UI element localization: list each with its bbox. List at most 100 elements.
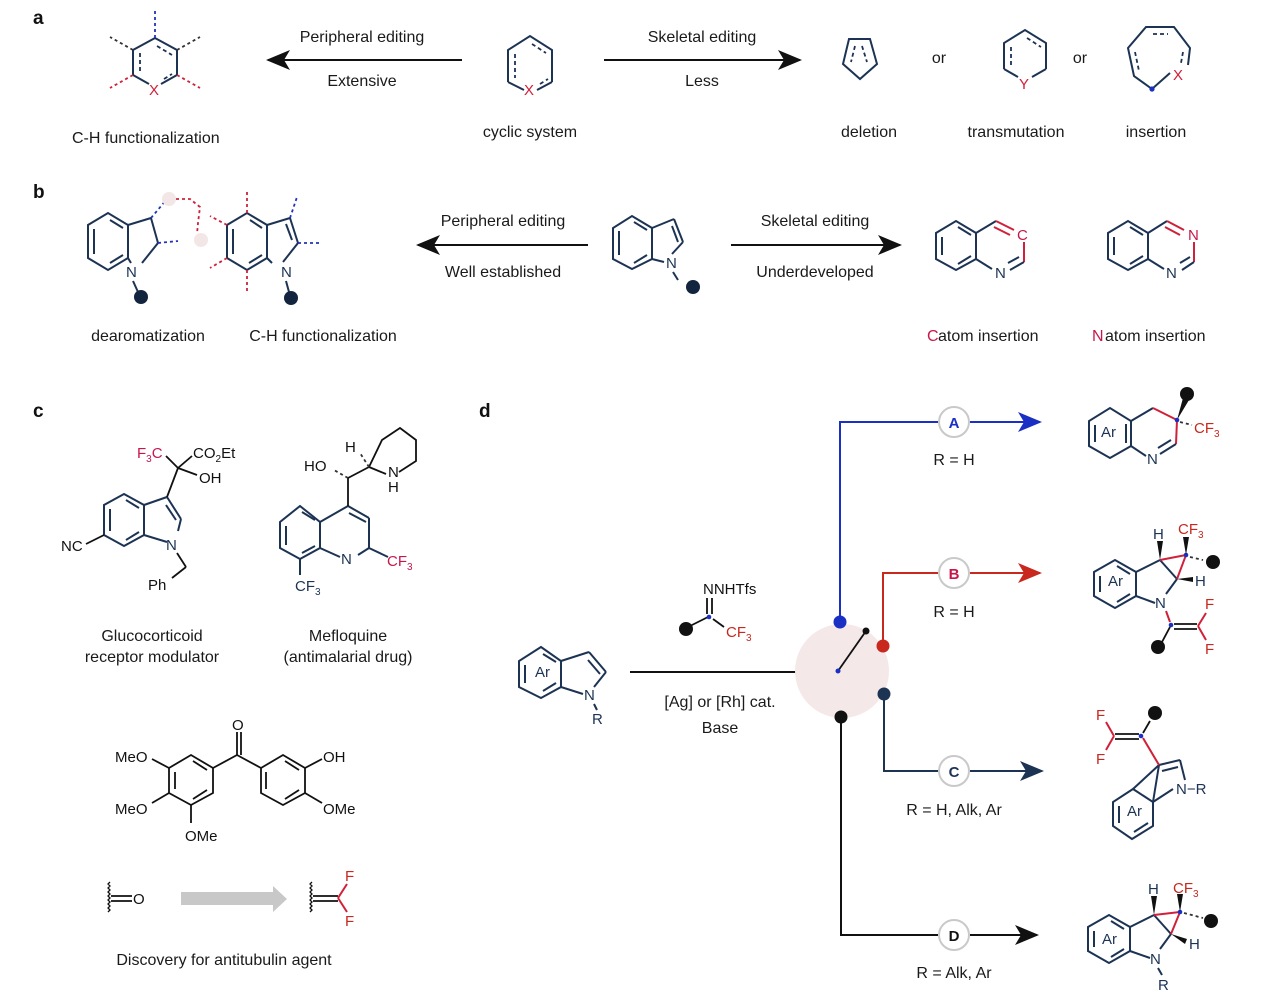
- pathway-b-line: [882, 572, 938, 646]
- pathway-b-condition: R = H: [933, 604, 974, 621]
- fluorine-b-2: F: [1205, 641, 1214, 658]
- switch-pivot: [835, 668, 841, 674]
- pathway-a-badge[interactable]: [938, 406, 970, 438]
- conditions-catalyst: [Ag] or [Rh] cat.: [664, 694, 775, 711]
- hetero-atom-y: Y: [1019, 76, 1029, 93]
- hydrazone-reagent: NNHTfs CF3: [679, 581, 756, 644]
- switch-lever-tip: [862, 627, 870, 635]
- panel-a-label: a: [33, 8, 44, 29]
- product-b-cf3: CF3: [1178, 521, 1204, 541]
- dearomatization-caption: dearomatization: [91, 328, 205, 345]
- inserted-nitrogen: N: [1188, 227, 1199, 244]
- trifluoromethyl-group: F3C: [137, 445, 163, 465]
- atom-n: N: [666, 255, 677, 272]
- conditions-base: Base: [702, 720, 739, 737]
- underdeveloped-label: Underdeveloped: [756, 264, 873, 281]
- ch-functionalization-caption: C-H functionalization: [72, 130, 220, 147]
- mefloquine-caption-line1: Mefloquine: [309, 628, 387, 645]
- pathway-d-badge[interactable]: [938, 919, 970, 951]
- product-d-structure: H CF3 H Ar N R: [1087, 880, 1218, 994]
- fragment-oxygen: O: [133, 891, 145, 908]
- piperidine-nh-hydrogen: H: [388, 479, 399, 496]
- insertion-ring: X: [1126, 26, 1192, 92]
- pathway-d-node[interactable]: [834, 710, 848, 724]
- ch-functionalization-indole: N: [209, 190, 320, 305]
- atom-n: N: [1147, 451, 1158, 468]
- switch-lever[interactable]: [837, 630, 867, 672]
- carbonyl-fragment: O: [107, 881, 145, 913]
- indole-substrate-b: N: [612, 214, 700, 294]
- stereo-hydrogen: H: [345, 439, 356, 456]
- selectivity-switch-bg: [795, 624, 889, 718]
- product-c-structure: N−R Ar F F: [1096, 706, 1207, 841]
- transmutation-ring: Y: [1003, 28, 1047, 93]
- quinazoline-structure: N N: [1107, 219, 1199, 282]
- insertion-caption: insertion: [1126, 124, 1186, 141]
- difluoroalkene-fragment: F F: [309, 868, 354, 930]
- atom-n: N: [995, 265, 1006, 282]
- pathway-a-node[interactable]: [833, 615, 847, 629]
- pathway-d-line: [840, 717, 938, 936]
- bridgehead-h-1: H: [1153, 526, 1164, 543]
- c-insertion-prefix: C: [927, 328, 939, 345]
- atom-n: N: [281, 264, 292, 281]
- skeletal-editing-label-b: Skeletal editing: [761, 213, 870, 230]
- atom-n: N: [166, 537, 177, 554]
- peripheral-editing-label-b: Peripheral editing: [441, 213, 566, 230]
- r-group: R: [1158, 977, 1169, 994]
- atom-n: N: [1150, 951, 1161, 968]
- trifluoromethyl-group-2: CF3: [387, 553, 413, 573]
- aryl-label: Ar: [1127, 803, 1142, 820]
- deletion-ring: [841, 38, 879, 81]
- carbonyl-oxygen: O: [232, 717, 244, 734]
- pathway-a-line: [839, 421, 938, 622]
- deletion-caption: deletion: [841, 124, 897, 141]
- pathway-d-condition: R = Alk, Ar: [916, 965, 992, 982]
- atom-n: N: [126, 264, 137, 281]
- indole-substrate-d: Ar N R: [518, 645, 607, 728]
- fluorine-2: F: [345, 913, 354, 930]
- ch-functionalization-ring: X: [109, 8, 201, 99]
- fluorine-c-2: F: [1096, 751, 1105, 768]
- pathway-b-node[interactable]: [876, 639, 890, 653]
- transmutation-caption: transmutation: [968, 124, 1065, 141]
- phenyl-group: Ph: [148, 577, 166, 594]
- panel-b-label: b: [33, 182, 45, 203]
- less-label: Less: [685, 73, 719, 90]
- ester-group: CO2Et: [193, 445, 236, 465]
- hetero-atom-x-insertion: X: [1173, 67, 1183, 84]
- product-d-cf3: CF3: [1173, 880, 1199, 900]
- pathway-c-badge[interactable]: [938, 755, 970, 787]
- c-insertion-caption: atom insertion: [938, 328, 1039, 345]
- hetero-atom-x-center: X: [524, 82, 534, 99]
- pathway-b-badge[interactable]: [938, 557, 970, 589]
- pathway-a-condition: R = H: [933, 452, 974, 469]
- reagent-cf3: CF3: [726, 624, 752, 644]
- nitrile-group: NC: [61, 538, 83, 555]
- atom-n: N: [1155, 595, 1166, 612]
- methoxy-group-3: OMe: [185, 828, 218, 845]
- atom-n: N: [1166, 265, 1177, 282]
- mefloquine-caption-line2: (antimalarial drug): [284, 649, 413, 666]
- gr-caption-line1: Glucocorticoid: [101, 628, 202, 645]
- pathway-c-letter: C: [949, 764, 960, 781]
- mefloquine-structure: N CF3 CF3 HO H N H: [279, 426, 417, 598]
- bioisostere-gray-arrow: [181, 886, 287, 912]
- skeletal-editing-label: Skeletal editing: [648, 29, 757, 46]
- or-label-2: or: [1073, 50, 1088, 67]
- antitubulin-structure: O MeO MeO OMe OH OMe: [115, 717, 356, 845]
- ch-functionalization-caption-b: C-H functionalization: [249, 328, 397, 345]
- aryl-label: Ar: [535, 664, 550, 681]
- pathway-c-node[interactable]: [877, 687, 891, 701]
- bridgehead-h-d2: H: [1189, 936, 1200, 953]
- fluorine-c-1: F: [1096, 707, 1105, 724]
- antitubulin-caption: Discovery for antitubulin agent: [116, 952, 332, 969]
- pathway-c-line: [883, 694, 938, 772]
- panel-d-label: d: [479, 401, 491, 422]
- peripheral-editing-label: Peripheral editing: [300, 29, 425, 46]
- quinoline-structure: C N: [935, 219, 1028, 282]
- product-a-cf3: CF3: [1194, 420, 1220, 440]
- piperidine-nitrogen: N: [388, 464, 399, 481]
- inserted-carbon: C: [1017, 227, 1028, 244]
